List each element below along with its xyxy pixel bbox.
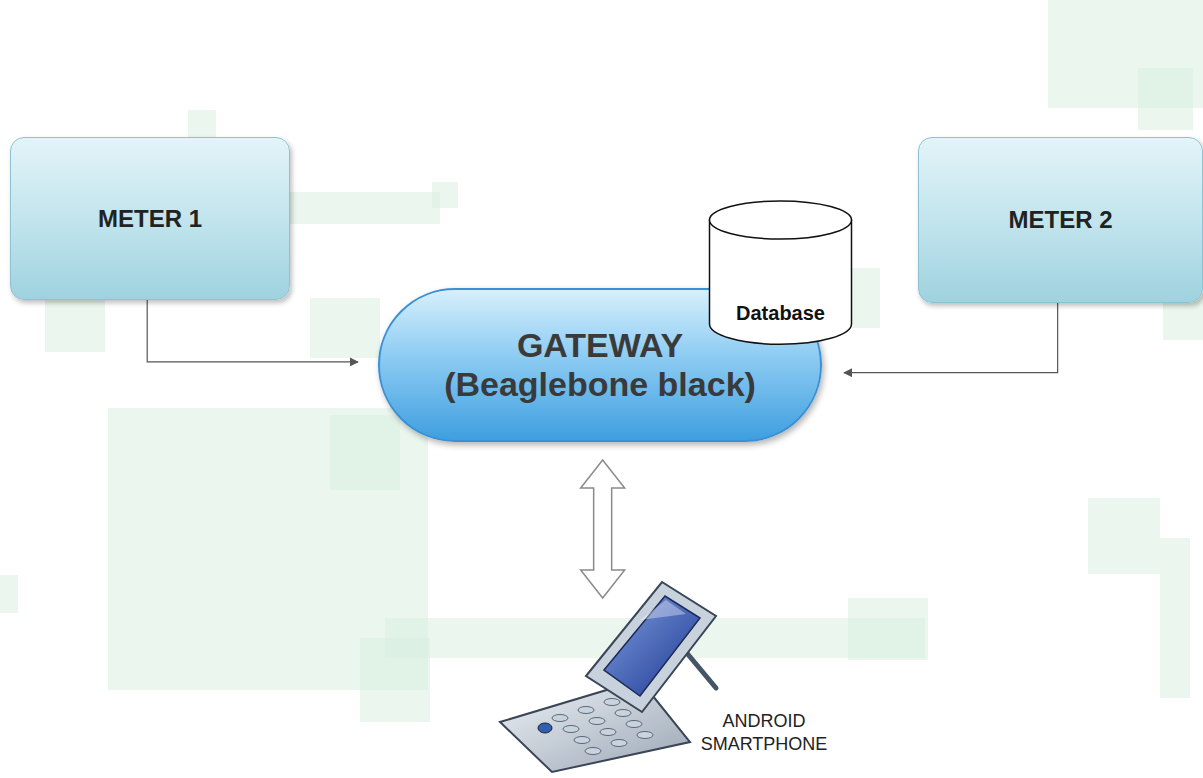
deco-square bbox=[188, 110, 216, 140]
meter-box: METER 1 bbox=[10, 137, 290, 300]
key bbox=[552, 715, 568, 722]
key bbox=[637, 732, 653, 739]
key bbox=[600, 729, 616, 736]
deco-square bbox=[1088, 498, 1160, 574]
key bbox=[574, 737, 590, 744]
key bbox=[611, 740, 627, 747]
deco-square bbox=[330, 415, 400, 490]
key bbox=[615, 710, 631, 717]
deco-square bbox=[290, 192, 440, 224]
key bbox=[604, 699, 620, 706]
phone-screen bbox=[604, 596, 700, 696]
connector-arrow bbox=[147, 300, 358, 362]
key bbox=[626, 721, 642, 728]
nav-key bbox=[538, 723, 552, 733]
smartphone-node: ANDROID SMARTPHONE bbox=[490, 600, 835, 772]
deco-square bbox=[1160, 538, 1190, 698]
key bbox=[578, 707, 594, 714]
node-label: METER 1 bbox=[98, 205, 202, 233]
screen-glare bbox=[640, 600, 686, 620]
key bbox=[585, 748, 601, 755]
device-label: ANDROID SMARTPHONE bbox=[695, 710, 833, 757]
deco-square bbox=[310, 298, 380, 358]
node-label: METER 2 bbox=[1008, 206, 1112, 234]
deco-square bbox=[0, 575, 18, 613]
connector-arrow bbox=[844, 303, 1058, 373]
antenna bbox=[686, 652, 716, 688]
double-arrow bbox=[581, 460, 625, 598]
deco-square bbox=[848, 598, 928, 660]
phone-illustration bbox=[490, 600, 730, 772]
key bbox=[589, 718, 605, 725]
node-label: Database bbox=[736, 302, 825, 325]
deco-square bbox=[1138, 68, 1193, 130]
database-cylinder: Database bbox=[708, 200, 853, 345]
key bbox=[563, 726, 579, 733]
phone-base bbox=[500, 680, 690, 772]
cylinder-top bbox=[710, 201, 852, 239]
meter-box: METER 2 bbox=[918, 137, 1203, 303]
deco-square bbox=[432, 182, 458, 208]
node-label: GATEWAY (Beaglebone black) bbox=[430, 326, 770, 404]
deco-square bbox=[45, 296, 105, 352]
phone-lid bbox=[586, 582, 716, 712]
